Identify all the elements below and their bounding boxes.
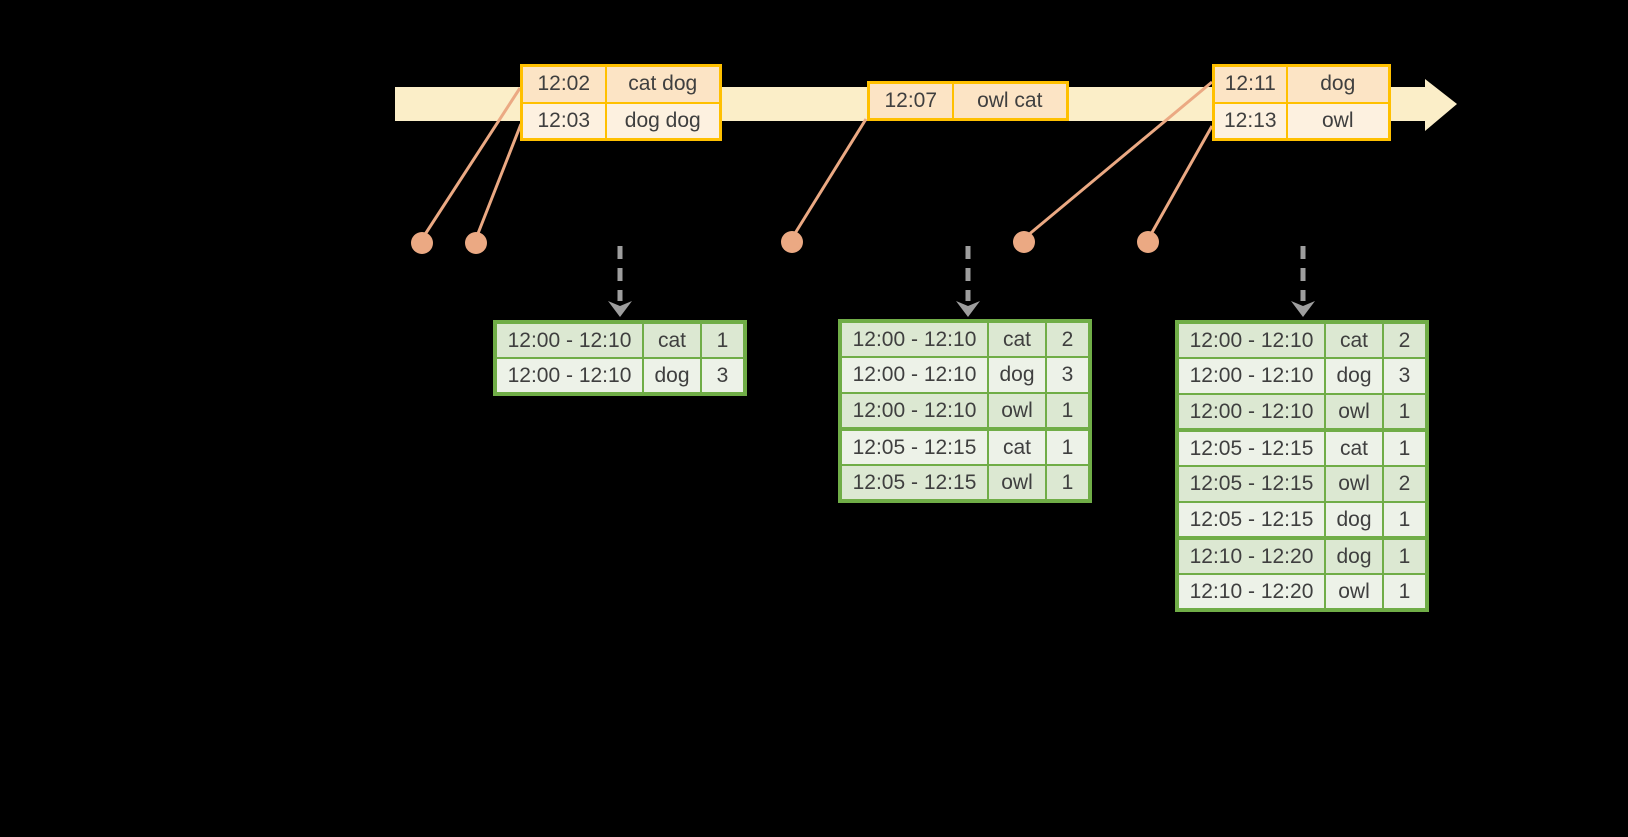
event-dot — [1137, 231, 1159, 253]
trigger-arrowhead-icon — [1291, 301, 1315, 317]
window-cell: 12:00 - 12:10 — [1176, 321, 1326, 359]
table-row: 12:05 - 12:15 owl 2 — [1176, 465, 1428, 503]
event-time-cell: 12:03 — [520, 101, 607, 141]
word-cell: cat — [987, 320, 1047, 358]
window-cell: 12:05 - 12:15 — [1176, 465, 1326, 503]
window-cell: 12:00 - 12:10 — [839, 356, 989, 394]
event-words-cell: cat dog — [604, 64, 722, 104]
count-cell: 3 — [1382, 357, 1428, 395]
table-row: 12:05 - 12:15 owl 1 — [839, 464, 1091, 502]
event-dot — [465, 232, 487, 254]
table-row: 12:05 - 12:15 cat 1 — [1176, 428, 1428, 467]
table-row: 12:02 cat dog — [520, 64, 722, 104]
count-cell: 1 — [1382, 501, 1428, 539]
connector-line — [422, 87, 522, 237]
connector-line — [1026, 80, 1213, 238]
count-cell: 1 — [1382, 428, 1428, 467]
table-row: 12:10 - 12:20 dog 1 — [1176, 536, 1428, 575]
event-words-cell: owl cat — [951, 81, 1069, 121]
word-cell: owl — [1324, 393, 1384, 431]
table-row: 12:00 - 12:10 owl 1 — [1176, 393, 1428, 431]
word-cell: owl — [987, 392, 1047, 430]
window-cell: 12:05 - 12:15 — [839, 427, 989, 466]
event-words-cell: dog — [1285, 64, 1391, 104]
count-cell: 2 — [1382, 465, 1428, 503]
trigger-arrowhead-icon — [608, 301, 632, 317]
word-cell: owl — [1324, 573, 1384, 611]
word-cell: cat — [1324, 428, 1384, 467]
event-table-1: 12:02 cat dog 12:03 dog dog — [520, 64, 722, 141]
word-cell: dog — [1324, 536, 1384, 575]
event-time-cell: 12:11 — [1212, 64, 1288, 104]
table-row: 12:13 owl — [1212, 101, 1391, 141]
table-row: 12:05 - 12:15 dog 1 — [1176, 501, 1428, 539]
table-row: 12:00 - 12:10 cat 2 — [1176, 321, 1428, 359]
event-dot — [1013, 231, 1035, 253]
word-cell: owl — [1324, 465, 1384, 503]
count-cell: 1 — [1382, 573, 1428, 611]
event-dot — [781, 231, 803, 253]
event-words-cell: dog dog — [604, 101, 722, 141]
window-cell: 12:00 - 12:10 — [1176, 357, 1326, 395]
word-cell: cat — [1324, 321, 1384, 359]
timeline-arrowhead-icon — [1425, 79, 1457, 131]
event-table-3: 12:11 dog 12:13 owl — [1212, 64, 1391, 141]
word-cell: dog — [642, 357, 702, 395]
event-dot — [411, 232, 433, 254]
window-cell: 12:00 - 12:10 — [839, 320, 989, 358]
count-cell: 1 — [1045, 427, 1091, 466]
count-cell: 2 — [1382, 321, 1428, 359]
table-row: 12:00 - 12:10 cat 2 — [839, 320, 1091, 358]
window-cell: 12:05 - 12:15 — [839, 464, 989, 502]
table-row: 12:05 - 12:15 cat 1 — [839, 427, 1091, 466]
count-cell: 1 — [1045, 392, 1091, 430]
window-cell: 12:00 - 12:10 — [494, 357, 644, 395]
window-cell: 12:00 - 12:10 — [839, 392, 989, 430]
connector-line — [792, 118, 868, 236]
event-time-cell: 12:07 — [867, 81, 954, 121]
table-row: 12:00 - 12:10 cat 1 — [494, 321, 746, 359]
result-table-3: 12:00 - 12:10 cat 2 12:00 - 12:10 dog 3 … — [1175, 320, 1429, 612]
table-row: 12:10 - 12:20 owl 1 — [1176, 573, 1428, 611]
trigger-arrowhead-icon — [956, 301, 980, 317]
table-row: 12:00 - 12:10 dog 3 — [494, 357, 746, 395]
table-row: 12:07 owl cat — [867, 81, 1069, 121]
event-words-cell: owl — [1285, 101, 1391, 141]
window-cell: 12:05 - 12:15 — [1176, 501, 1326, 539]
count-cell: 3 — [1045, 356, 1091, 394]
word-cell: dog — [1324, 357, 1384, 395]
connector-line — [475, 123, 523, 237]
table-row: 12:00 - 12:10 owl 1 — [839, 392, 1091, 430]
table-row: 12:00 - 12:10 dog 3 — [839, 356, 1091, 394]
count-cell: 1 — [700, 321, 746, 359]
result-table-2: 12:00 - 12:10 cat 2 12:00 - 12:10 dog 3 … — [838, 319, 1092, 503]
count-cell: 1 — [1382, 393, 1428, 431]
table-row: 12:03 dog dog — [520, 101, 722, 141]
event-time-cell: 12:13 — [1212, 101, 1288, 141]
count-cell: 3 — [700, 357, 746, 395]
count-cell: 1 — [1045, 464, 1091, 502]
table-row: 12:00 - 12:10 dog 3 — [1176, 357, 1428, 395]
result-table-1: 12:00 - 12:10 cat 1 12:00 - 12:10 dog 3 — [493, 320, 747, 396]
window-cell: 12:00 - 12:10 — [1176, 393, 1326, 431]
event-table-2: 12:07 owl cat — [867, 81, 1069, 121]
window-cell: 12:10 - 12:20 — [1176, 573, 1326, 611]
count-cell: 1 — [1382, 536, 1428, 575]
word-cell: dog — [987, 356, 1047, 394]
window-cell: 12:00 - 12:10 — [494, 321, 644, 359]
count-cell: 2 — [1045, 320, 1091, 358]
word-cell: cat — [987, 427, 1047, 466]
event-time-cell: 12:02 — [520, 64, 607, 104]
word-cell: dog — [1324, 501, 1384, 539]
word-cell: owl — [987, 464, 1047, 502]
word-cell: cat — [642, 321, 702, 359]
window-cell: 12:05 - 12:15 — [1176, 428, 1326, 467]
window-cell: 12:10 - 12:20 — [1176, 536, 1326, 575]
connector-line — [1148, 125, 1214, 237]
table-row: 12:11 dog — [1212, 64, 1391, 104]
